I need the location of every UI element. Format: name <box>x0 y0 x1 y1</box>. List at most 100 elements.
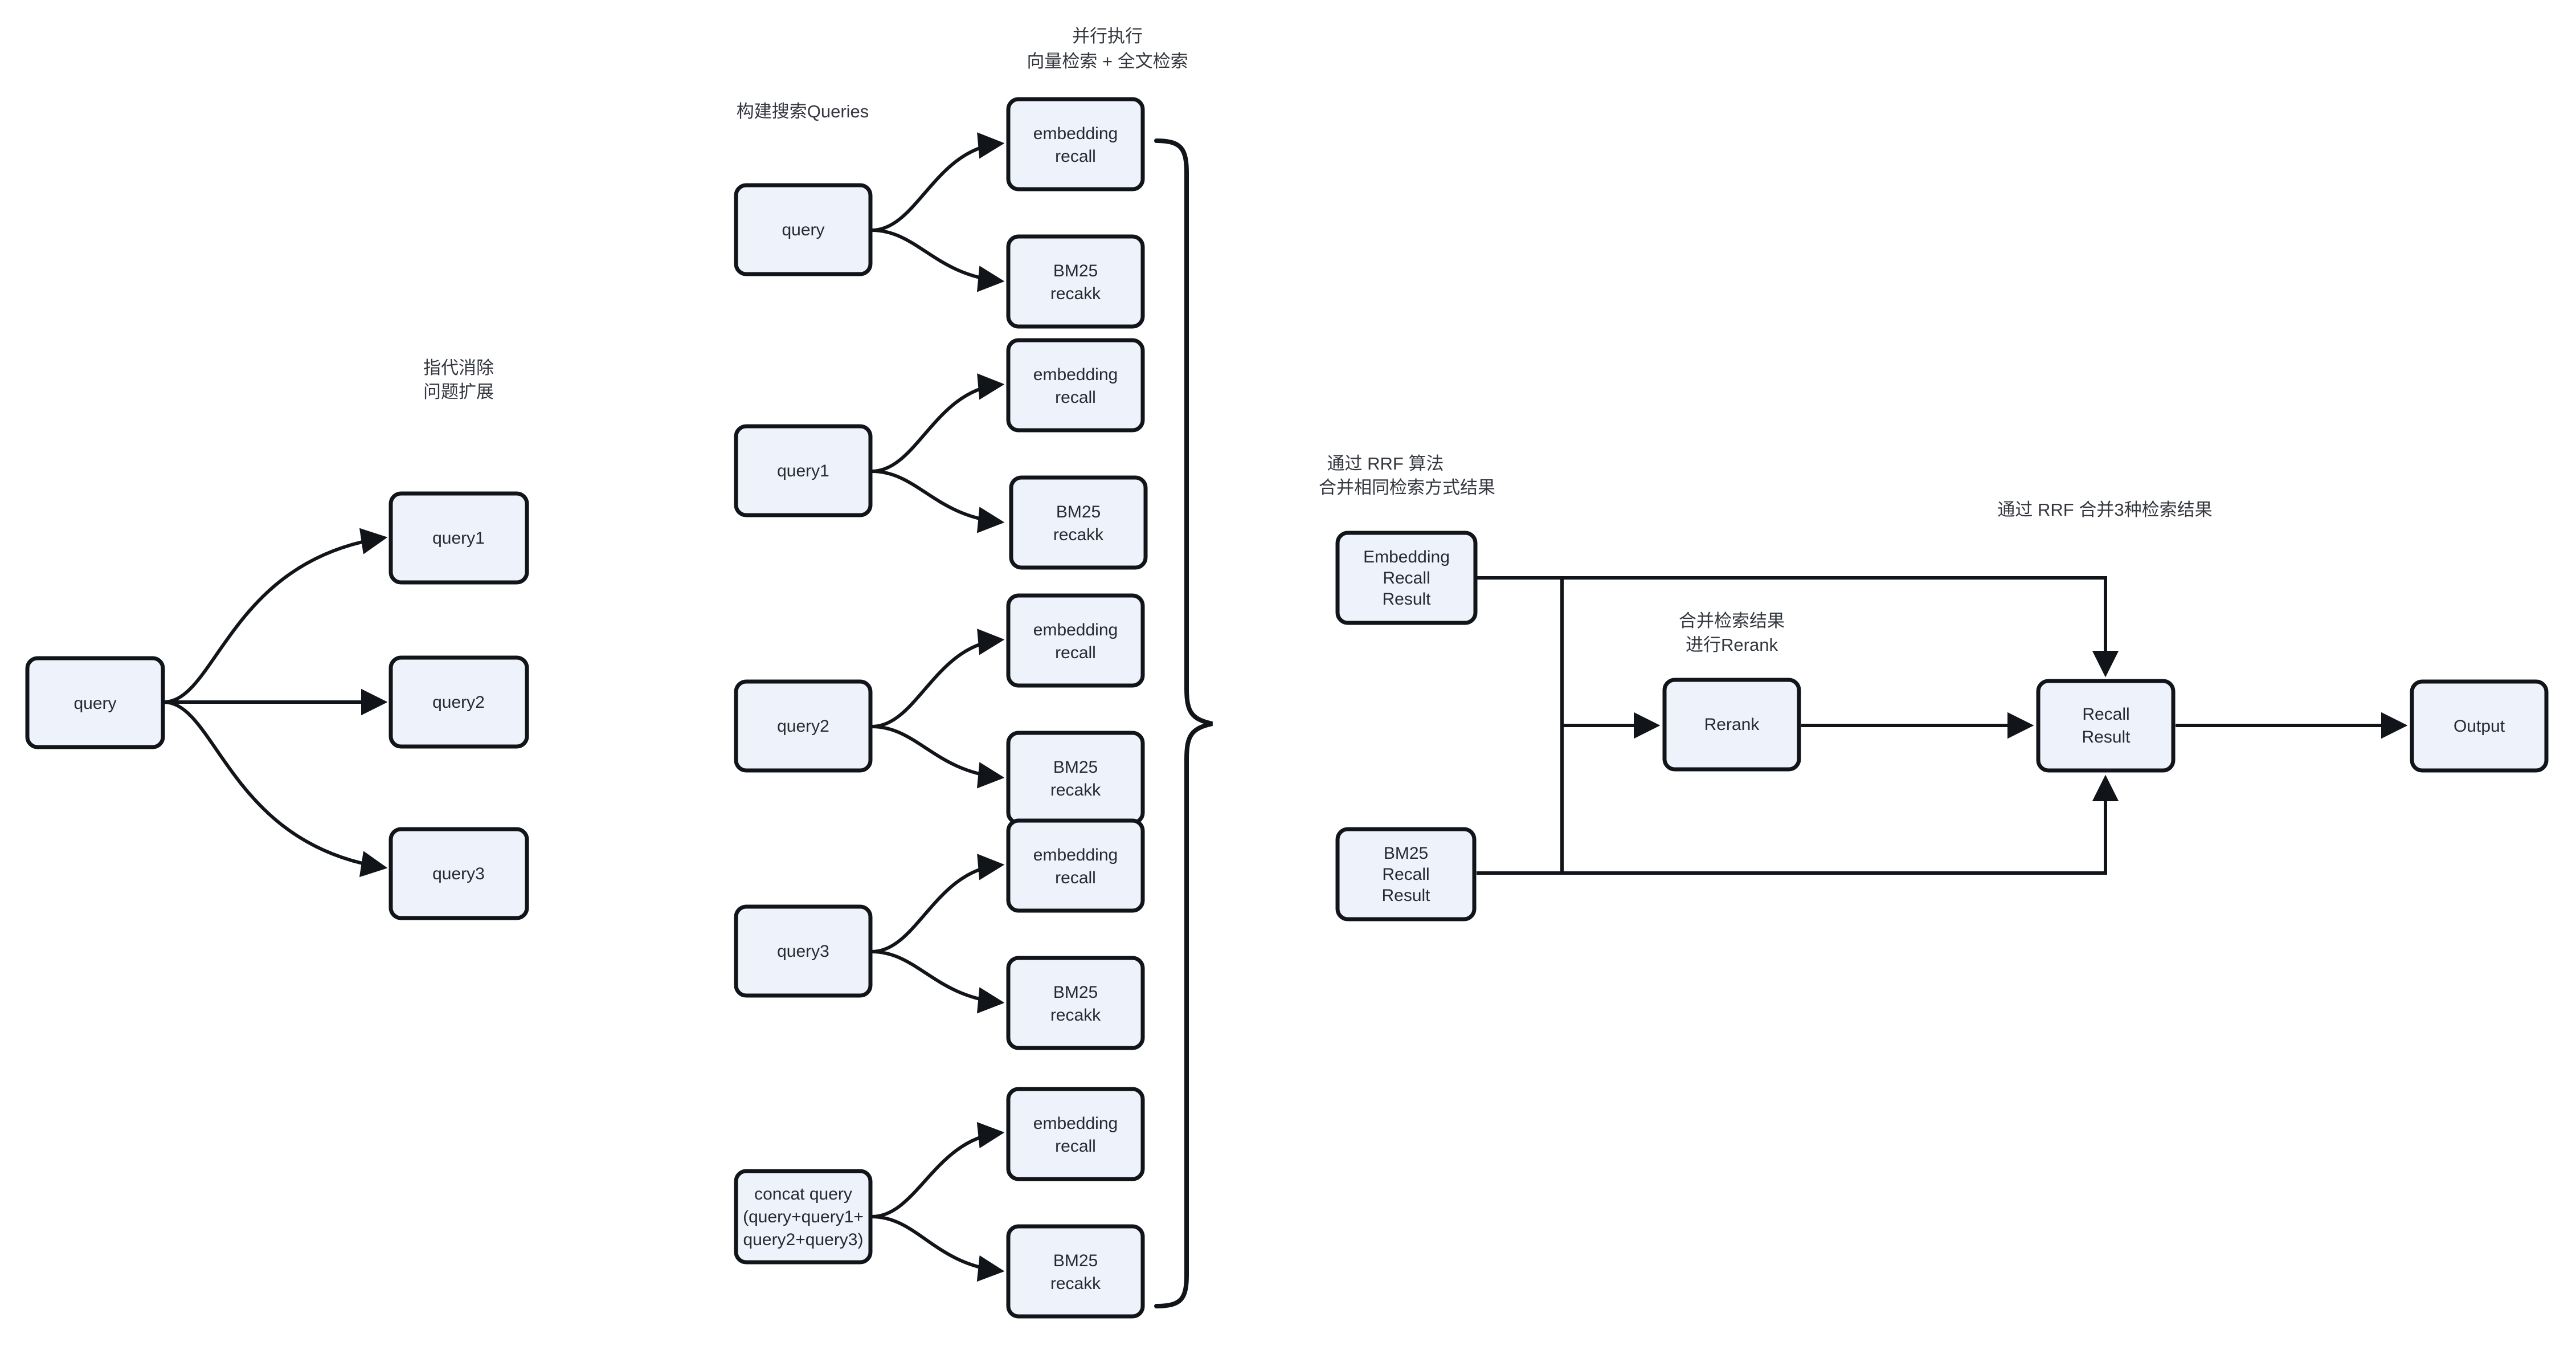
node-s2-query3-rect[interactable] <box>734 904 873 998</box>
node-s2-query2-embedding-recall-line2: recall <box>1055 643 1096 662</box>
note-build-query-label: 构建搜索Queries <box>737 101 869 121</box>
node-s2-query-embedding-recall-line2: recall <box>1055 147 1096 166</box>
note-parallel-line2: 向量检索 + 全文检索 <box>1027 51 1188 71</box>
edge-s2-query-to-bm25 <box>871 229 1000 281</box>
node-output-label: Output <box>2454 717 2505 736</box>
node-s2-query2-bm25-recall-line2: recakk <box>1050 781 1101 800</box>
node-recall-result-line2: Result <box>2082 728 2131 747</box>
note-parallel-line1: 并行执行 <box>1072 26 1143 46</box>
node-s2-query1-embedding-recall[interactable]: embedding recall <box>1006 338 1145 433</box>
edge-s2-query2-to-emb <box>871 640 1000 728</box>
node-s2-query1-bm25-recall-rect[interactable] <box>1009 475 1148 570</box>
node-s2-query2-bm25-recall[interactable]: BM25 recakk <box>1006 731 1145 825</box>
edge-s2-query2-to-bm25 <box>871 725 1000 777</box>
stage2-group: 构建搜索Queries 并行执行 向量检索 + 全文检索 query embed… <box>734 26 1213 1319</box>
node-s2-query3-label: query3 <box>777 942 829 961</box>
stage2-grouping-brace <box>1154 138 1213 1308</box>
node-recall-result[interactable]: Recall Result <box>2036 679 2176 773</box>
note-merge-rerank-line1: 合并检索结果 <box>1679 611 1785 631</box>
stage1-group: 指代消除 问题扩展 query query1 query2 <box>25 358 529 920</box>
node-s2-concat-query-rect[interactable] <box>734 1169 873 1265</box>
node-s2-query2[interactable]: query2 <box>734 679 873 773</box>
edge-s2-query1-to-bm25 <box>871 470 1000 522</box>
node-s2-query-bm25-recall-line1: BM25 <box>1053 262 1098 280</box>
node-s2-concat-embedding-recall[interactable]: embedding recall <box>1006 1087 1145 1181</box>
node-s2-query1-embedding-recall-rect[interactable] <box>1006 338 1145 433</box>
node-s2-query-bm25-recall-rect[interactable] <box>1006 234 1145 329</box>
edge-query-to-query3 <box>163 700 383 867</box>
node-output[interactable]: Output <box>2410 679 2549 773</box>
node-s2-query3[interactable]: query3 <box>734 904 873 998</box>
node-s2-query3-bm25-recall-rect[interactable] <box>1006 956 1145 1050</box>
node-s2-query3-embedding-recall[interactable]: embedding recall <box>1006 818 1145 913</box>
node-recall-result-line1: Recall <box>2082 705 2129 724</box>
node-bm25-recall-result[interactable]: BM25 Recall Result <box>1335 827 1477 921</box>
node-query2-rect[interactable] <box>389 655 529 749</box>
node-s2-query-embedding-recall-rect[interactable] <box>1006 97 1145 191</box>
node-s2-query2-embedding-recall-rect[interactable] <box>1006 593 1145 688</box>
node-recall-result-rect[interactable] <box>2036 679 2176 773</box>
node-s2-concat-query-line1: concat query <box>754 1185 852 1204</box>
node-rerank-label: Rerank <box>1704 715 1760 734</box>
node-rerank-rect[interactable] <box>1662 678 1801 772</box>
node-s2-query1-label: query1 <box>777 462 829 480</box>
node-s2-concat-embedding-recall-rect[interactable] <box>1006 1087 1145 1181</box>
node-s2-concat-bm25-recall[interactable]: BM25 recakk <box>1006 1224 1145 1319</box>
note-rrf-three-label: 通过 RRF 合并3种检索结果 <box>1997 500 2212 520</box>
node-query3-label: query3 <box>432 864 485 883</box>
node-query2[interactable]: query2 <box>389 655 529 749</box>
node-s2-query3-embedding-recall-line2: recall <box>1055 868 1096 887</box>
node-s2-query2-label: query2 <box>777 717 829 736</box>
node-query-source[interactable]: query <box>25 656 165 749</box>
node-s2-query2-embedding-recall[interactable]: embedding recall <box>1006 593 1145 688</box>
node-query3-rect[interactable] <box>389 827 529 920</box>
node-s2-query2-rect[interactable] <box>734 679 873 773</box>
node-query-source-label: query <box>73 694 116 713</box>
node-s2-query1-bm25-recall[interactable]: BM25 recakk <box>1009 475 1148 570</box>
node-s2-query3-bm25-recall-line1: BM25 <box>1053 983 1098 1002</box>
edge-s2-concat-to-bm25 <box>871 1215 1000 1271</box>
node-s2-query2-embedding-recall-line1: embedding <box>1033 621 1118 639</box>
node-query3[interactable]: query3 <box>389 827 529 920</box>
node-s2-query-label: query <box>782 221 824 239</box>
node-output-rect[interactable] <box>2410 679 2549 773</box>
node-s2-query-bm25-recall-line2: recakk <box>1050 284 1101 303</box>
node-s2-query-embedding-recall-line1: embedding <box>1033 124 1118 143</box>
node-query1[interactable]: query1 <box>389 491 529 585</box>
node-query-source-rect[interactable] <box>25 656 165 749</box>
note-rrf-same-line2: 合并相同检索方式结果 <box>1319 478 1495 497</box>
edge-s2-query3-to-emb <box>871 865 1000 953</box>
node-s2-concat-query-line2: (query+query1+ <box>743 1208 864 1226</box>
node-s2-concat-query-line3: query2+query3) <box>743 1230 864 1249</box>
node-query2-label: query2 <box>432 693 485 712</box>
node-s2-concat-bm25-recall-line2: recakk <box>1050 1274 1101 1293</box>
node-s2-concat-query[interactable]: concat query (query+query1+ query2+query… <box>734 1169 873 1265</box>
node-embedding-recall-result-rect[interactable] <box>1335 531 1478 625</box>
node-s2-query2-bm25-recall-rect[interactable] <box>1006 731 1145 825</box>
node-bm25-recall-result-rect[interactable] <box>1335 827 1477 921</box>
note-merge-rerank-line2: 进行Rerank <box>1686 635 1778 655</box>
edge-query-to-query1 <box>163 538 383 704</box>
edge-s2-query3-to-bm25 <box>871 950 1000 1002</box>
node-query1-rect[interactable] <box>389 491 529 585</box>
note-coref-line2: 问题扩展 <box>423 382 494 402</box>
node-s2-query3-embedding-recall-rect[interactable] <box>1006 818 1145 913</box>
node-s2-query-rect[interactable] <box>734 183 873 276</box>
node-s2-query1-embedding-recall-line2: recall <box>1055 388 1096 407</box>
node-s2-concat-embedding-recall-line2: recall <box>1055 1137 1096 1156</box>
node-embedding-recall-result[interactable]: Embedding Recall Result <box>1335 531 1478 625</box>
node-s2-query1[interactable]: query1 <box>734 424 873 517</box>
node-s2-query[interactable]: query <box>734 183 873 276</box>
node-query1-label: query1 <box>432 529 485 548</box>
node-bm25-recall-result-line3: Result <box>1381 886 1430 905</box>
node-s2-query3-bm25-recall-line2: recakk <box>1050 1006 1101 1025</box>
node-s2-concat-bm25-recall-line1: BM25 <box>1053 1251 1098 1270</box>
node-s2-query3-bm25-recall[interactable]: BM25 recakk <box>1006 956 1145 1050</box>
node-s2-query-embedding-recall[interactable]: embedding recall <box>1006 97 1145 191</box>
node-rerank[interactable]: Rerank <box>1662 678 1801 772</box>
edge-bm25-result-to-recall-result <box>1477 780 2105 875</box>
node-s2-query1-rect[interactable] <box>734 424 873 517</box>
node-s2-query-bm25-recall[interactable]: BM25 recakk <box>1006 234 1145 329</box>
node-s2-concat-bm25-recall-rect[interactable] <box>1006 1224 1145 1319</box>
